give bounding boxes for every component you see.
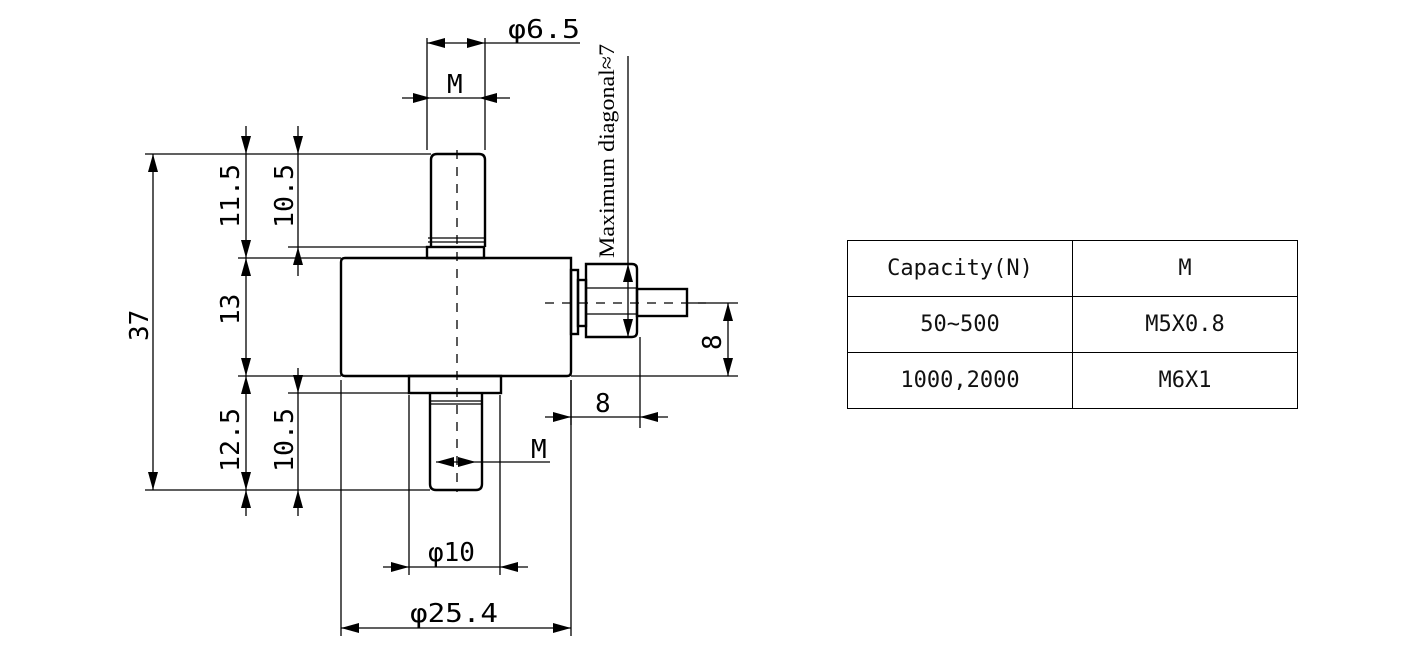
dim-body-dia: φ25.4 [410,599,498,629]
cell-capacity: 50~500 [847,296,1073,353]
dim-side-width: 8 [698,334,728,350]
extension-lines [145,38,738,636]
dim-thread-label-bottom: M [531,435,547,465]
dim-bottom-length: 12.5 [216,408,246,472]
cell-thread: M6X1 [1072,352,1298,409]
dim-max-diagonal: Maximum diagonal≈7 [594,44,619,258]
dimension-lines [148,38,733,633]
table-row: 1000,2000 M6X1 [847,352,1298,409]
cell-thread: M5X0.8 [1072,296,1298,353]
dim-bottom-thread: 10.5 [270,408,300,472]
centerlines [456,150,706,492]
header-capacity: Capacity(N) [847,240,1073,297]
dim-thread-label-top: M [447,70,463,100]
dim-boss-dia: φ10 [428,538,475,568]
cell-capacity: 1000,2000 [847,352,1073,409]
dim-thread-outer-dia: φ6.5 [508,15,580,45]
load-cell-body [339,152,689,492]
table-header-row: Capacity(N) M [847,240,1298,297]
dim-top-length: 11.5 [216,164,246,228]
table-row: 50~500 M5X0.8 [847,296,1298,353]
capacity-table: Capacity(N) M 50~500 M5X0.8 1000,2000 M6… [847,240,1298,409]
dim-side-offset: 8 [595,389,611,419]
dim-top-thread: 10.5 [270,164,300,228]
header-thread: M [1072,240,1298,297]
dim-total-height: 37 [125,310,155,341]
dim-body-height: 13 [216,294,246,325]
